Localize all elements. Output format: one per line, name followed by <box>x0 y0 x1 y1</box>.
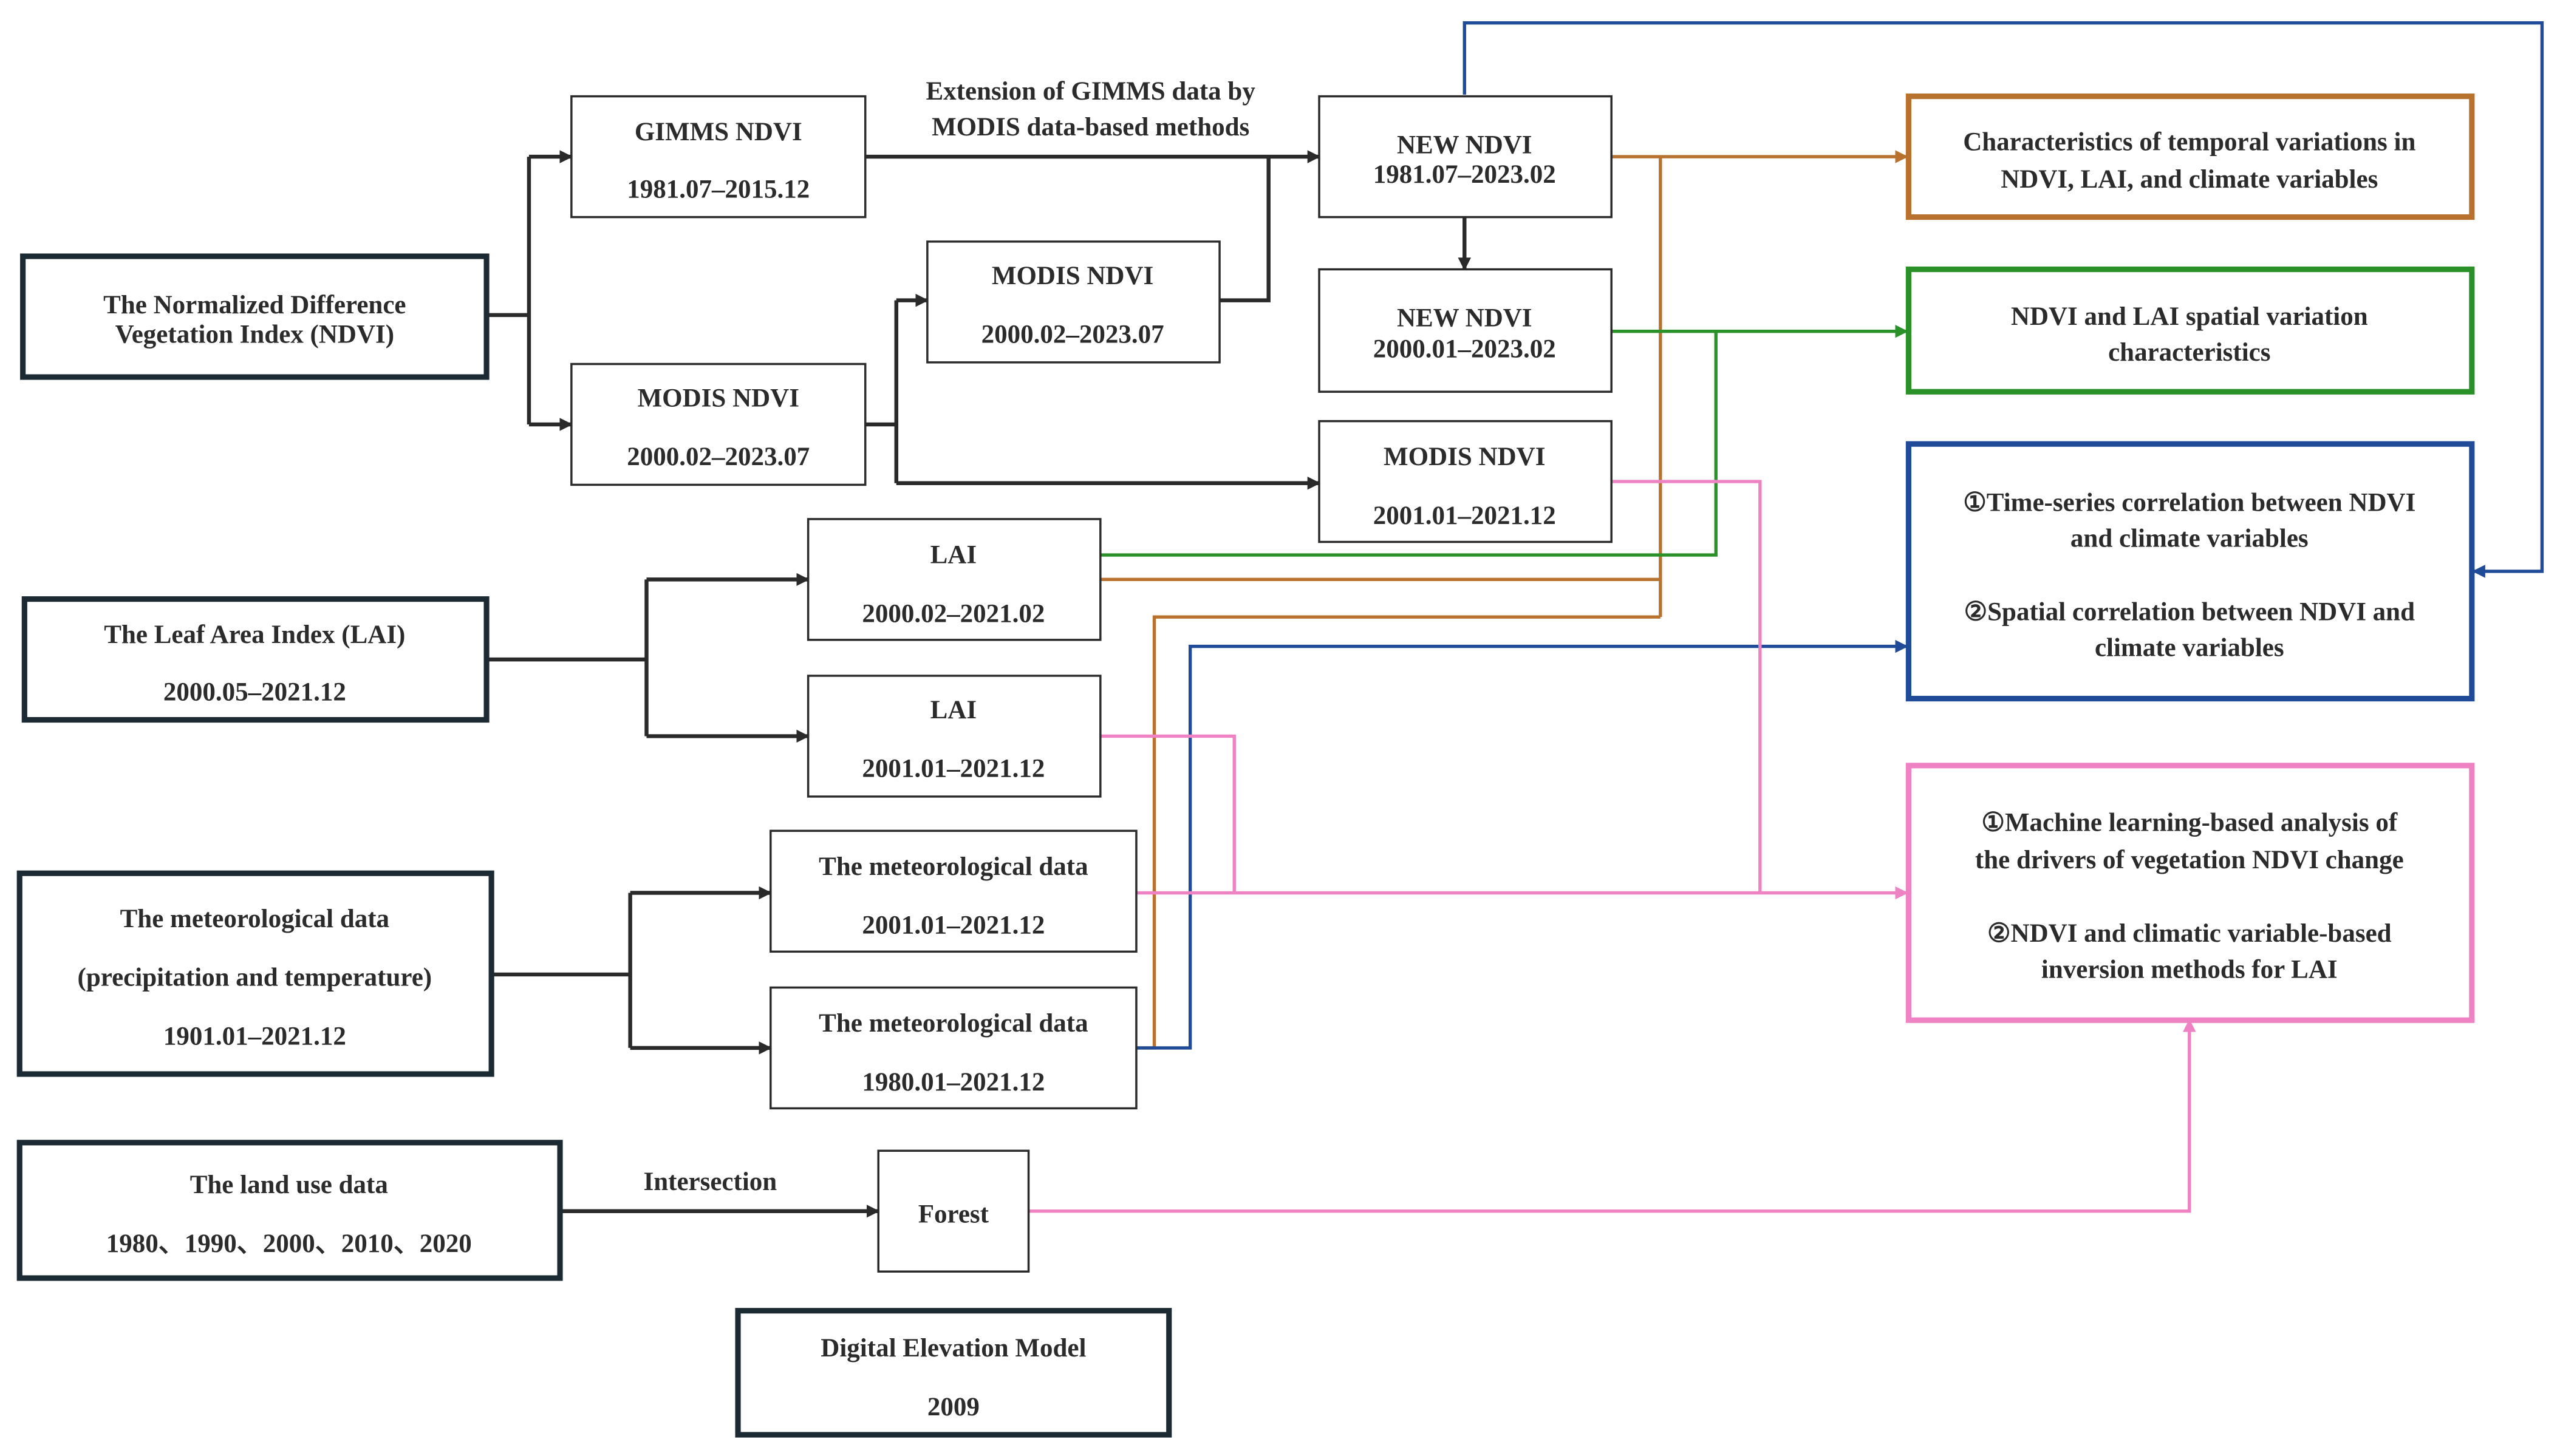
met-1-title: The meteorological data <box>819 852 1088 881</box>
lai-source-period: 2000.05–2021.12 <box>163 678 346 706</box>
forest-title: Forest <box>918 1200 989 1229</box>
gimms-ndvi-box <box>570 95 867 219</box>
arrow-met2-to-correlation <box>1136 639 1908 1050</box>
met-source-period: 1901.01–2021.12 <box>163 1022 346 1051</box>
forest-box <box>877 1149 1030 1273</box>
lai-1-title: LAI <box>930 540 977 569</box>
met-2-title: The meteorological data <box>819 1009 1088 1038</box>
ml-output-b2: inversion methods for LAI <box>2041 955 2338 984</box>
correlation-output-b1: ②Spatial correlation between NDVI and <box>1964 598 2415 627</box>
lai-1-period: 2000.02–2021.02 <box>862 599 1045 628</box>
arrow-forest-to-ml <box>1028 1019 2196 1213</box>
ml-output-box <box>1905 763 2475 1023</box>
line-modis-c-to-ml <box>1611 480 1762 893</box>
landuse-source-box <box>16 1140 563 1281</box>
modis-ndvi-b-period: 2000.02–2023.07 <box>981 321 1164 349</box>
modis-ndvi-b-title: MODIS NDVI <box>992 262 1153 290</box>
temporal-output-box <box>1905 94 2475 220</box>
gimms-ndvi-title: GIMMS NDVI <box>635 118 802 146</box>
ml-output-a2: the drivers of vegetation NDVI change <box>1975 846 2404 874</box>
modis-ndvi-c-title: MODIS NDVI <box>1384 443 1545 471</box>
met-source-sub: (precipitation and temperature) <box>78 964 432 992</box>
gimms-ndvi-period: 1981.07–2015.12 <box>627 175 810 203</box>
dem-source-year: 2009 <box>927 1393 980 1421</box>
spatial-output-line2: characteristics <box>2108 338 2270 367</box>
new-ndvi-1-title: NEW NDVI <box>1397 131 1532 160</box>
new-ndvi-2-box <box>1318 268 1613 393</box>
ml-output-b1: ②NDVI and climatic variable-based <box>1987 919 2392 948</box>
correlation-output-a1: ①Time-series correlation between NDVI <box>1963 488 2415 517</box>
modis-ndvi-a-period: 2000.02–2023.07 <box>627 443 810 471</box>
ndvi-source-line1: The Normalized Difference <box>103 291 406 319</box>
lai-2-box <box>807 675 1102 798</box>
modis-ndvi-a-box <box>570 362 867 486</box>
new-ndvi-2-period: 2000.01–2023.02 <box>1373 335 1556 364</box>
new-ndvi-1-box <box>1318 95 1613 219</box>
met-2-period: 1980.01–2021.12 <box>862 1068 1045 1097</box>
intersection-label: Intersection <box>643 1168 777 1196</box>
new-ndvi-2-title: NEW NDVI <box>1397 304 1532 333</box>
spatial-output-box <box>1905 267 2475 395</box>
lai-2-title: LAI <box>930 696 977 724</box>
arrow-new-ndvi-to-correlation <box>1463 21 2544 578</box>
ndvi-source-line2: Vegetation Index (NDVI) <box>115 321 394 349</box>
met-source-title: The meteorological data <box>120 905 389 933</box>
dem-source-title: Digital Elevation Model <box>821 1334 1086 1362</box>
modis-ndvi-c-period: 2001.01–2021.12 <box>1373 502 1556 530</box>
line-modis-b-to-extension <box>1220 157 1271 302</box>
landuse-source-years: 1980、1990、2000、2010、2020 <box>106 1230 472 1258</box>
lai-1-box <box>807 518 1102 641</box>
modis-ndvi-b-box <box>926 240 1221 364</box>
modis-ndvi-a-title: MODIS NDVI <box>638 384 799 412</box>
temporal-output-line1: Characteristics of temporal variations i… <box>1963 128 2415 156</box>
correlation-output-a2: and climate variables <box>2070 525 2309 553</box>
met-2-box <box>770 986 1138 1110</box>
met-source-box <box>16 870 494 1077</box>
ml-output-a1: ①Machine learning-based analysis of <box>1981 808 2397 837</box>
dem-source-box <box>735 1308 1172 1438</box>
spatial-output-line1: NDVI and LAI spatial variation <box>2011 302 2368 331</box>
landuse-source-title: The land use data <box>190 1171 388 1199</box>
lai-source-box <box>21 596 490 723</box>
lai-source-title: The Leaf Area Index (LAI) <box>104 621 405 649</box>
new-ndvi-1-period: 1981.07–2023.02 <box>1373 160 1556 189</box>
modis-ndvi-c-box <box>1318 420 1613 543</box>
extension-label-line1: Extension of GIMMS data by <box>926 77 1256 106</box>
extension-label-line2: MODIS data-based methods <box>932 113 1249 141</box>
line-lai2-to-ml <box>1100 734 1236 893</box>
met-1-box <box>770 829 1138 953</box>
lai-2-period: 2001.01–2021.12 <box>862 755 1045 783</box>
line-met2-to-temporal <box>1136 615 1661 1050</box>
ndvi-source-box <box>20 253 490 380</box>
met-1-period: 2001.01–2021.12 <box>862 911 1045 940</box>
correlation-output-b2: climate variables <box>2095 634 2284 662</box>
correlation-output-box <box>1905 441 2475 702</box>
temporal-output-line2: NDVI, LAI, and climate variables <box>2001 165 2378 194</box>
line-lai1-to-spatial <box>1100 331 1718 557</box>
